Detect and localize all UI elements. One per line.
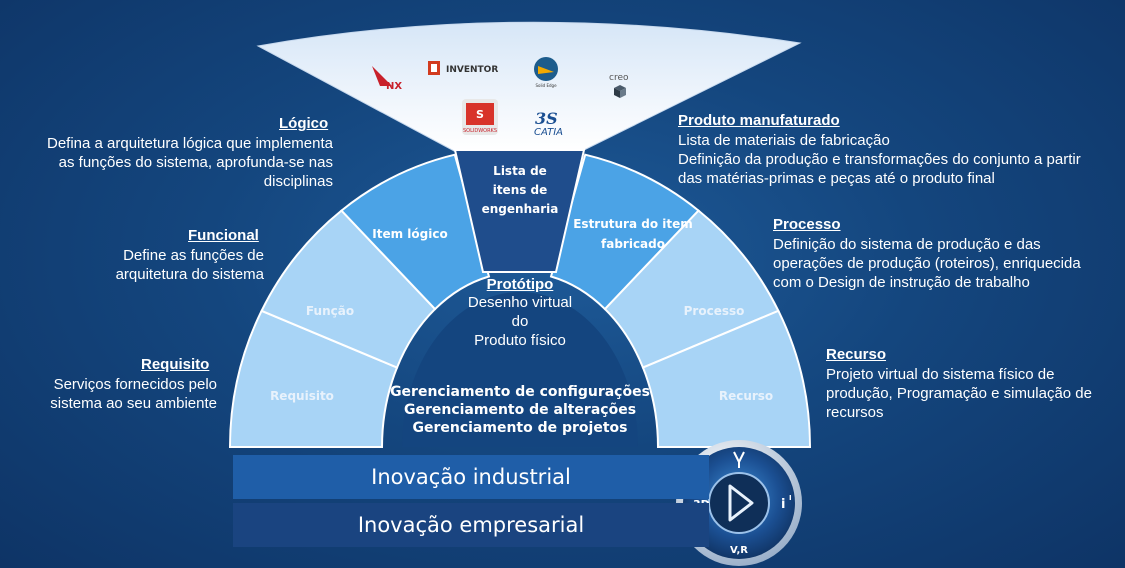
- nx-logo-text: NX: [386, 81, 402, 92]
- prototipo-line: Produto físico: [474, 332, 566, 349]
- prototipo-title: Protótipo: [486, 276, 554, 293]
- segment-item-logico[interactable]: [339, 153, 491, 311]
- processo-line: operações de produção (roteiros), enriqu…: [773, 255, 1081, 272]
- segment-label-recurso: Recurso: [719, 389, 773, 403]
- tools-funnel: [256, 21, 802, 153]
- logico-desc: Defina a arquitetura lógica que implemen…: [47, 134, 333, 191]
- gerenciamento-line: Gerenciamento de configurações: [390, 384, 650, 400]
- nx-logo: NX: [372, 66, 402, 92]
- processo-line: Definição do sistema de produção e das: [773, 236, 1041, 253]
- segment-label-estrutura-1: Estrutura do item: [573, 217, 693, 231]
- band-inovacao-empresarial: Inovação empresarial: [233, 503, 709, 547]
- segment-label-estrutura-2: fabricado: [601, 237, 665, 251]
- prototipo-line: do: [511, 313, 529, 330]
- catia-logo: 3S CATIA: [534, 109, 563, 138]
- logico-title: Lógico: [279, 115, 329, 132]
- band-industrial-label: Inovação industrial: [371, 465, 571, 489]
- produto-desc: Lista de materiais de fabricação Definiç…: [678, 131, 1081, 188]
- produto-line: Lista de materiais de fabricação: [678, 132, 890, 149]
- recurso-line: recursos: [826, 404, 884, 421]
- solid-edge-logo: Solid Edge: [534, 57, 558, 88]
- prototipo-line: Desenho virtual: [467, 294, 573, 311]
- gerenciamento-block: Gerenciamento de configurações Gerenciam…: [370, 383, 670, 437]
- band-inovacao-industrial: Inovação industrial: [233, 455, 709, 499]
- produto-line: Definição da produção e transformações d…: [678, 151, 1081, 168]
- funcional-line: arquitetura do sistema: [115, 266, 264, 283]
- lifecycle-arc: [228, 153, 812, 448]
- logico-line: disciplinas: [263, 173, 333, 190]
- gerenciamento-line: Gerenciamento de alterações: [403, 402, 637, 418]
- creo-logo-text: creo: [609, 73, 629, 83]
- segment-lista-itens[interactable]: [453, 149, 586, 273]
- processo-line: com o Design de instrução de trabalho: [773, 274, 1030, 291]
- segment-label-lista-3: engenharia: [482, 202, 559, 216]
- funcional-title: Funcional: [188, 227, 259, 244]
- requisito-line: sistema ao seu ambiente: [50, 395, 217, 412]
- requisito-desc: Serviços fornecidos pelo sistema ao seu …: [50, 375, 217, 413]
- compass-vr-label: V,R: [730, 545, 748, 556]
- creo-logo: creo: [609, 73, 629, 98]
- segment-label-item-logico: Item lógico: [372, 227, 447, 241]
- compass-i-sup: I: [789, 494, 792, 502]
- segment-label-funcao: Função: [306, 304, 354, 318]
- segment-recurso[interactable]: [641, 309, 812, 448]
- segment-label-lista-1: Lista de: [493, 164, 547, 178]
- compass-y-icon: [733, 451, 745, 468]
- recurso-line: Projeto virtual do sistema físico de: [826, 366, 1055, 383]
- segment-label-requisito: Requisito: [270, 389, 334, 403]
- produto-title: Produto manufaturado: [678, 112, 840, 129]
- processo-title: Processo: [773, 216, 841, 233]
- compass-i-label: i: [781, 497, 785, 512]
- play-icon: [728, 484, 754, 522]
- solidworks-logo-text: SOLIDWORKS: [463, 128, 497, 134]
- recurso-title: Recurso: [826, 346, 887, 363]
- band-empresarial-label: Inovação empresarial: [357, 513, 585, 537]
- core-semicircle: [402, 292, 638, 447]
- svg-text:S: S: [476, 108, 484, 121]
- requisito-line: Serviços fornecidos pelo: [53, 376, 217, 393]
- segment-label-processo: Processo: [684, 304, 745, 318]
- prototipo-block: Protótipo Desenho virtual do Produto fís…: [420, 276, 620, 350]
- logico-line: Defina a arquitetura lógica que implemen…: [46, 135, 333, 152]
- recurso-line: produção, Programação e simulação de: [826, 385, 1092, 402]
- solidworks-logo: S SOLIDWORKS: [462, 99, 498, 135]
- catia-logo-text: CATIA: [534, 127, 563, 138]
- inventor-logo-text: INVENTOR: [446, 65, 498, 75]
- solid-edge-logo-text: Solid Edge: [535, 83, 557, 88]
- recurso-desc: Projeto virtual do sistema físico de pro…: [826, 365, 1092, 422]
- segment-label-lista-2: itens de: [493, 183, 548, 197]
- logico-line: as funções do sistema, aprofunda-se nas: [58, 154, 333, 171]
- processo-desc: Definição do sistema de produção e das o…: [773, 235, 1081, 292]
- inventor-logo: INVENTOR: [428, 61, 498, 75]
- funcional-desc: Define as funções de arquitetura do sist…: [116, 246, 264, 284]
- requisito-title: Requisito: [141, 356, 210, 373]
- produto-line: das matérias-primas e peças até o produt…: [678, 170, 995, 187]
- gerenciamento-line: Gerenciamento de projetos: [412, 420, 628, 436]
- svg-text:3S: 3S: [535, 109, 558, 128]
- funcional-line: Define as funções de: [123, 247, 264, 264]
